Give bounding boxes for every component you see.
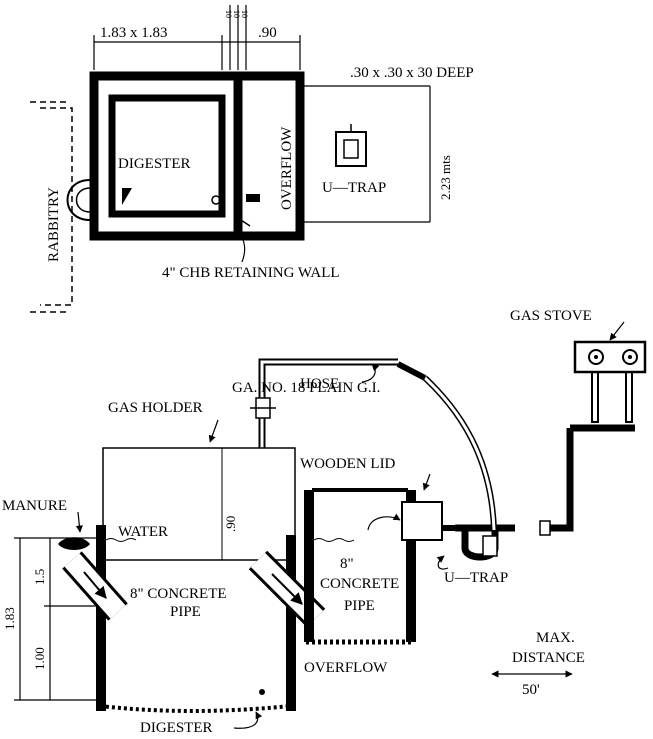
label-gas-holder-2: GAS HOLDER: [108, 400, 203, 416]
dim-holder: .90: [223, 516, 238, 532]
gas-outlet-pipe: [258, 358, 398, 448]
label-max-2: DISTANCE: [512, 650, 585, 666]
label-manure: MANURE: [2, 498, 67, 514]
label-gas-stove: GAS STOVE: [510, 308, 592, 324]
plan-dim-wall-b: 10: [232, 10, 241, 18]
digester-right-wall: [286, 535, 296, 711]
label-water: WATER: [118, 524, 168, 540]
plan-label-utrap: U—TRAP: [322, 180, 386, 196]
section-view: GAS STOVE U—TRAP HOSE GA. NO. 18 PLAIN G…: [2, 308, 647, 736]
digester-floor: [99, 704, 291, 713]
overflow-right-wall: [406, 490, 416, 642]
inlet-pipe: [62, 551, 128, 621]
label-outlet-pipe-2: CONCRETE: [320, 576, 399, 592]
plan-inner-digester-wall: [108, 94, 226, 218]
manure-pile: [58, 537, 90, 550]
dim-top: 1.5: [32, 569, 47, 585]
label-hose: HOSE: [300, 376, 339, 392]
label-outlet-pipe-1: 8": [340, 556, 354, 572]
gas-stove-icon: [573, 340, 647, 374]
gas-line-to-stove: [545, 428, 574, 532]
label-wooden-lid: WOODEN LID: [300, 456, 396, 472]
dim-total: 1.83: [2, 607, 17, 630]
plan-dim-pit: .30 x .30 x 30 DEEP: [350, 65, 474, 81]
label-inlet-pipe-2: PIPE: [170, 604, 201, 620]
overflow-valve-box: [401, 501, 443, 541]
plan-label-wall: 4" CHB RETAINING WALL: [162, 265, 340, 281]
dim-bottom: 1.00: [32, 647, 47, 670]
plan-label-rabbitry: RABBITRY: [46, 187, 62, 262]
plan-outer-wall: [89, 71, 305, 241]
label-inlet-pipe-1: 8" CONCRETE: [130, 586, 227, 602]
plan-rabbitry-outline: [40, 107, 73, 306]
label-utrap: U—TRAP: [444, 570, 508, 586]
plan-label-digester: DIGESTER: [118, 156, 191, 172]
label-max-value: 50': [522, 682, 540, 698]
plan-dim-wall-a: 10: [224, 10, 233, 18]
gas-holder: [102, 447, 296, 561]
plan-view: 1.83 x 1.83 10 10 10 .90 DIGESTER OVERFL…: [30, 5, 474, 313]
plan-label-overflow: OVERFLOW: [279, 126, 295, 210]
plan-rabbitry-chute: [66, 179, 91, 221]
overflow-left-wall: [304, 490, 314, 642]
plan-dim-digester: 1.83 x 1.83: [100, 25, 168, 41]
label-gas-holder-1: GA. NO. 18 PLAIN G.I.: [232, 380, 380, 396]
plan-utrap-pit: [335, 131, 367, 167]
plan-dim-overflow-width: .90: [258, 25, 277, 41]
label-max-1: MAX.: [536, 630, 575, 646]
label-digester: DIGESTER: [140, 720, 213, 736]
digester-left-wall: [96, 525, 106, 711]
label-outlet-pipe-3: PIPE: [344, 598, 375, 614]
label-overflow: OVERFLOW: [304, 660, 388, 676]
plan-dim-wall-c: 10: [240, 10, 249, 18]
plan-dim-length: 2.23 mts: [438, 155, 453, 200]
